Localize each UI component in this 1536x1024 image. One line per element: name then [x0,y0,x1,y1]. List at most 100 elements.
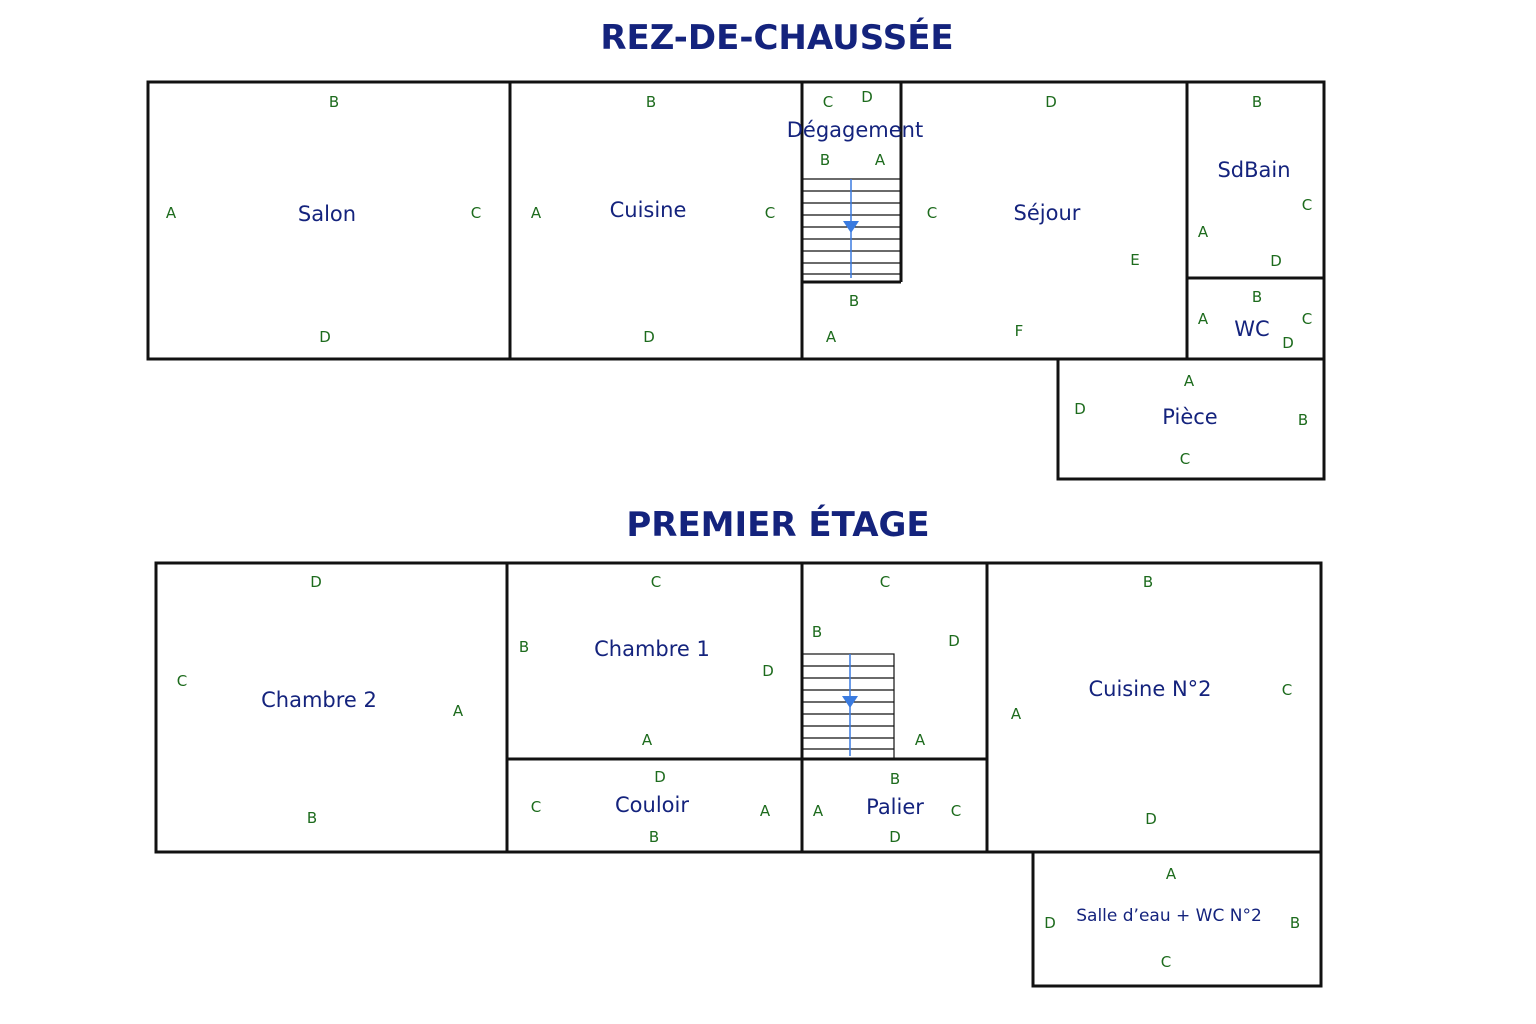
wall-label: D [310,573,322,591]
wall-label: A [166,204,177,222]
wall-label: D [861,88,873,106]
wall-label: A [642,731,653,749]
room-name: Couloir [615,793,689,817]
room-name: Salon [298,202,356,226]
wall-label: B [849,292,859,310]
wall-label: D [643,328,655,346]
wall-label: B [1252,288,1262,306]
wall-label: A [1198,310,1209,328]
ground-floor-walls [146,80,1326,481]
ground-floor-title: REZ-DE-CHAUSSÉE [600,17,953,58]
piece-outline [1056,359,1326,481]
room-name: Chambre 1 [594,637,710,661]
wall-label: C [1302,196,1312,214]
wall-label: D [889,828,901,846]
ground-floor: REZ-DE-CHAUSSÉE Sa [146,17,1326,481]
wall-label: A [1166,865,1177,883]
first-floor-title: PREMIER ÉTAGE [626,504,929,545]
wall-label: A [826,328,837,346]
room-name: Palier [866,795,924,819]
room-cuisine-2: Cuisine N°2 B C A D [1011,573,1292,828]
room-palier: Palier B A C D [813,770,961,846]
wall-label: C [471,204,481,222]
wall-label: A [915,731,926,749]
room-stair: C B D A [812,573,960,749]
wall-label: D [654,768,666,786]
ground-floor-outline [146,80,1326,361]
wall-label: C [765,204,775,222]
room-name: Cuisine N°2 [1088,677,1211,701]
wall-label: E [1130,251,1139,269]
wall-label: C [1302,310,1312,328]
ground-floor-staircase [802,178,901,278]
stair-frame [801,653,895,760]
wall-label: C [1180,450,1190,468]
first-floor-staircase [801,653,895,760]
room-salon: Salon A B C D [166,93,481,346]
wall-label: A [531,204,542,222]
wall-label: C [1161,953,1171,971]
room-degagement: Dégagement C D B A [787,88,923,169]
wall-label: A [453,702,464,720]
room-name: SdBain [1217,158,1290,182]
wall-label: C [927,204,937,222]
wall-label: B [649,828,659,846]
room-chambre-2: Chambre 2 D C A B [177,573,464,827]
wall-label: C [1282,681,1292,699]
salle-eau-outline [1031,852,1323,988]
wall-label: B [1143,573,1153,591]
wall-label: B [646,93,656,111]
wall-label: D [1044,914,1056,932]
room-name: Salle d’eau + WC N°2 [1076,906,1262,926]
wall-label: B [890,770,900,788]
wall-label: C [177,672,187,690]
wall-label: B [329,93,339,111]
wall-label: F [1015,322,1024,340]
wall-label: B [1252,93,1262,111]
room-piece: Pièce A D B C [1074,372,1308,468]
room-name: Séjour [1014,201,1081,225]
wall-label: D [1045,93,1057,111]
wall-label: B [307,809,317,827]
room-name: Dégagement [787,118,923,142]
room-name: Cuisine [610,198,687,222]
wall-label: C [951,802,961,820]
wall-label: B [1298,411,1308,429]
wall-label: A [760,802,771,820]
wall-label: C [880,573,890,591]
room-sdbain: SdBain B C A D [1198,93,1312,270]
room-couloir: Couloir D C A B [531,768,771,846]
room-wc: WC B A C D [1198,288,1312,352]
wall-label: A [813,802,824,820]
first-floor: PREMIER ÉTAGE Chambre 2 D [154,504,1323,988]
wall-label: C [823,93,833,111]
wall-label: D [1282,334,1294,352]
wall-label: B [519,638,529,656]
wall-label: A [1011,705,1022,723]
down-arrow-icon [843,221,859,233]
wall-label: D [762,662,774,680]
wall-label: A [875,151,886,169]
room-name: Chambre 2 [261,688,377,712]
wall-label: D [1074,400,1086,418]
wall-label: A [1198,223,1209,241]
wall-label: C [651,573,661,591]
wall-label: B [812,623,822,641]
wall-label: D [319,328,331,346]
room-name: Pièce [1162,405,1217,429]
room-name: WC [1234,317,1269,341]
wall-label: D [1270,252,1282,270]
wall-label: B [1290,914,1300,932]
first-floor-outline [154,561,1323,854]
room-salle-eau-wc-2: Salle d’eau + WC N°2 A D B C [1044,865,1300,971]
room-chambre-1: Chambre 1 C B D A [519,573,774,749]
room-cuisine: Cuisine A B C D [531,93,775,346]
wall-label: D [948,632,960,650]
wall-label: D [1145,810,1157,828]
down-arrow-icon [842,696,858,708]
wall-label: C [531,798,541,816]
wall-label: B [820,151,830,169]
wall-label: A [1184,372,1195,390]
room-sejour: Séjour D C E B A F [826,93,1140,346]
